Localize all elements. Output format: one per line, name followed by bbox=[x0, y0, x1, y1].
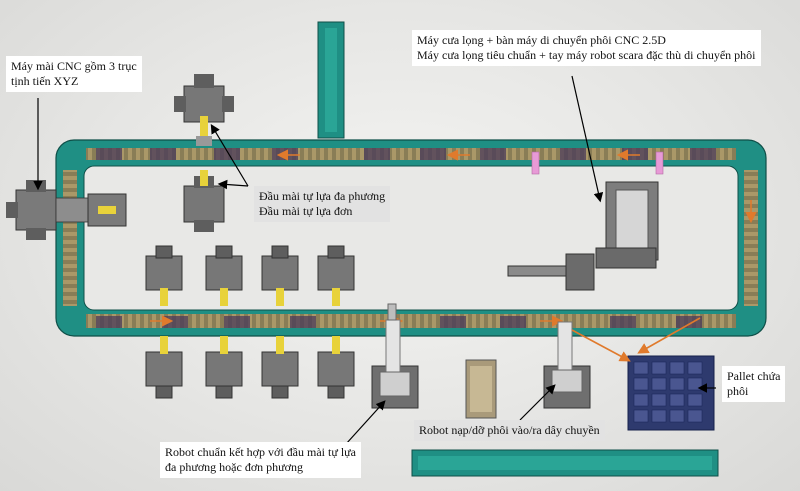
label-robot-combined: Robot chuẩn kết hợp với đầu mài tự lựa đ… bbox=[160, 442, 361, 478]
label-saw-line2: Máy cưa lọng tiêu chuẩn + tay máy robot … bbox=[417, 48, 756, 62]
label-cnc-xyz-line2: tịnh tiến XYZ bbox=[11, 74, 79, 88]
vertical-feeder-conveyor bbox=[317, 21, 345, 139]
label-robot-loader-line1: Robot nạp/dỡ phôi vào/ra dây chuyền bbox=[419, 423, 600, 437]
label-grind-line2: Đầu mài tự lựa đơn bbox=[259, 204, 353, 218]
workpiece-pallet bbox=[627, 355, 715, 431]
buffer-stand bbox=[465, 359, 497, 419]
label-grind-line1: Đầu mài tự lựa đa phương bbox=[259, 189, 386, 203]
loader-robot bbox=[543, 321, 591, 409]
label-robot-combined-line1: Robot chuẩn kết hợp với đầu mài tự lựa bbox=[165, 445, 356, 459]
outer-grinding-row bbox=[145, 336, 355, 399]
main-conveyor-loop bbox=[55, 139, 767, 337]
label-robot-loader: Robot nạp/dỡ phôi vào/ra dây chuyền bbox=[414, 420, 605, 441]
output-conveyor bbox=[411, 449, 719, 477]
cnc-xyz-grinding-machine bbox=[6, 180, 127, 240]
transfer-paths bbox=[571, 317, 701, 362]
label-cnc-xyz: Máy mài CNC gồm 3 trục tịnh tiến XYZ bbox=[6, 56, 142, 92]
top-grinding-station bbox=[174, 74, 234, 146]
label-pallet: Pallet chứa phôi bbox=[722, 366, 786, 402]
label-saw-machine: Máy cưa lọng + bàn máy di chuyển phôi CN… bbox=[412, 30, 761, 66]
inner-grinding-station bbox=[183, 170, 225, 232]
label-pallet-line1: Pallet chứa bbox=[727, 369, 781, 383]
jigsaw-cnc-table bbox=[507, 181, 659, 291]
callout-arrows bbox=[33, 75, 716, 445]
inner-grinding-row bbox=[145, 245, 355, 306]
label-grinding-heads: Đầu mài tự lựa đa phương Đầu mài tự lựa … bbox=[254, 186, 391, 222]
label-cnc-xyz-line1: Máy mài CNC gồm 3 trục bbox=[11, 59, 137, 73]
label-robot-combined-line2: đa phương hoặc đơn phương bbox=[165, 460, 304, 474]
label-saw-line1: Máy cưa lọng + bàn máy di chuyển phôi CN… bbox=[417, 33, 666, 47]
label-pallet-line2: phôi bbox=[727, 384, 749, 398]
